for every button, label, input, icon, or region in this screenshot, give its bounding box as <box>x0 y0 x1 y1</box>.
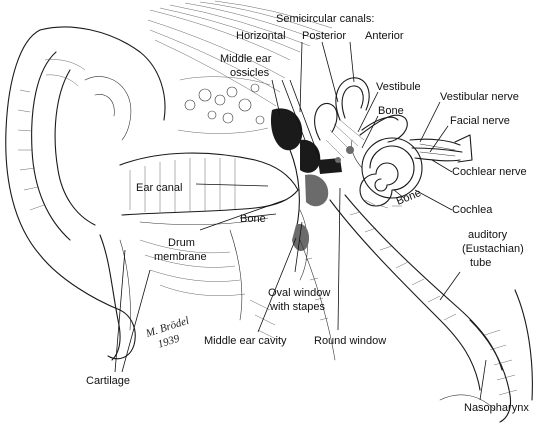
label-middle-ear: Middle ear <box>220 53 272 65</box>
label-eustachian: (Eustachian) <box>462 243 524 255</box>
label-oval-window: Oval window <box>268 287 330 299</box>
drawing <box>5 0 533 423</box>
label-anterior: Anterior <box>365 30 404 42</box>
leader-lines <box>114 41 487 401</box>
label-cochlear-nerve: Cochlear nerve <box>452 166 527 178</box>
mastoid-cells <box>177 76 271 134</box>
label-tube: tube <box>470 257 491 269</box>
label-ossicles: ossicles <box>230 67 270 79</box>
label-bone-lower: Bone <box>240 213 266 225</box>
label-middle-ear-cavity: Middle ear cavity <box>204 335 287 347</box>
vestibule-texture <box>325 119 365 163</box>
label-horizontal: Horizontal <box>236 30 286 42</box>
label-facial-nerve: Facial nerve <box>450 115 510 127</box>
middle-ear-drawing <box>270 108 342 281</box>
label-semicircular-canals: Semicircular canals: <box>276 13 374 25</box>
label-round-window: Round window <box>314 335 386 347</box>
lower-tissue <box>139 229 279 341</box>
artist-signature: M. Brödel 1939 <box>143 315 190 351</box>
labels: Semicircular canals: Horizontal Posterio… <box>86 13 529 414</box>
label-cochlea: Cochlea <box>452 204 493 216</box>
label-vestibule: Vestibule <box>376 81 421 93</box>
label-auditory: auditory <box>468 229 508 241</box>
nerves-drawing <box>409 134 473 163</box>
label-with-stapes: with stapes <box>269 301 326 313</box>
cochlea-drawing <box>351 137 423 209</box>
nasopharynx-drawing <box>439 289 533 423</box>
label-drum: Drum <box>168 237 195 249</box>
auricle <box>5 26 166 361</box>
temporal-bone-hatching <box>147 0 333 107</box>
label-bone-cochlea: Bone <box>395 187 423 208</box>
label-cartilage: Cartilage <box>86 375 130 387</box>
label-nasopharynx: Nasopharynx <box>464 402 529 414</box>
label-posterior: Posterior <box>302 30 346 42</box>
label-ear-canal: Ear canal <box>136 182 182 194</box>
semicircular-canals-drawing <box>314 77 408 143</box>
label-vestibular-nerve: Vestibular nerve <box>440 91 519 103</box>
label-bone-upper: Bone <box>378 105 404 117</box>
label-membrane: membrane <box>154 251 207 263</box>
